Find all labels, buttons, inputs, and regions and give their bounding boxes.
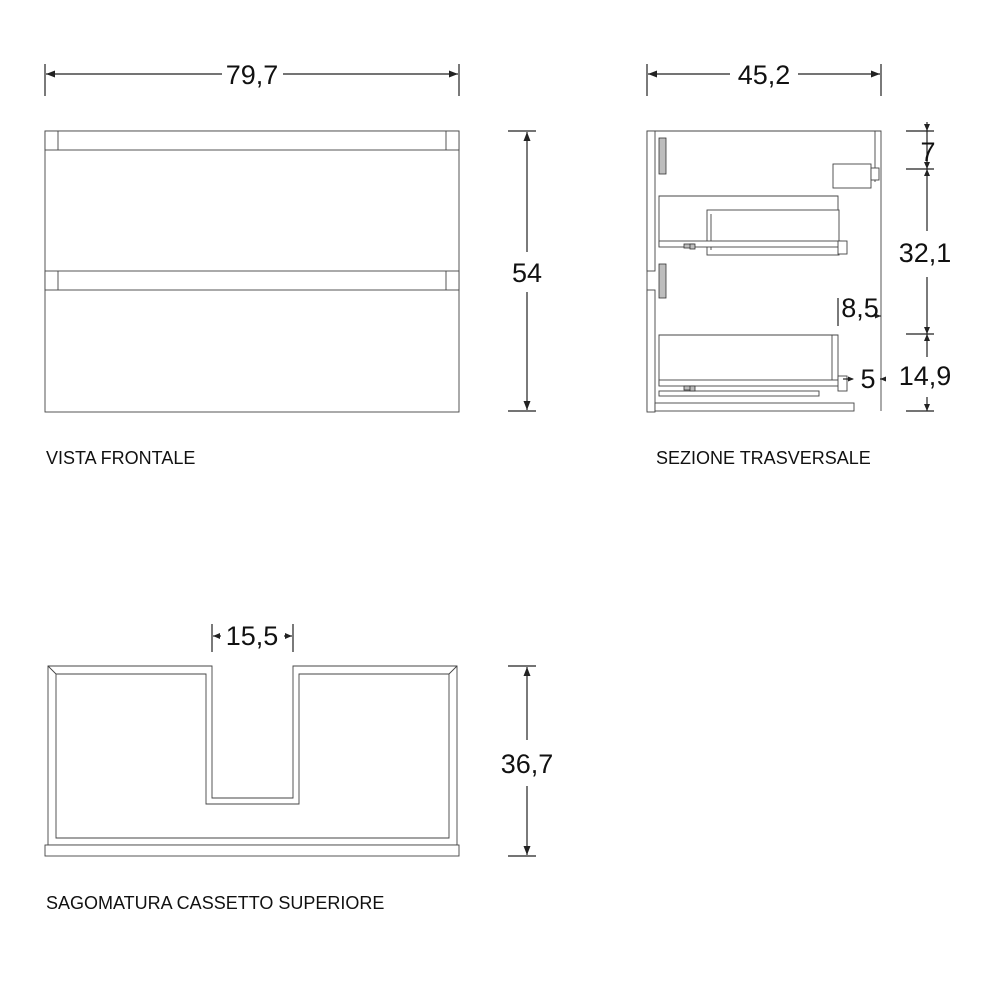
section-depth-dimension: 45,2 [646,60,882,96]
section-top-gap-label: 7 [920,137,935,167]
notch-width-dimension: 15,5 [211,621,294,652]
section-carcass [646,130,882,413]
drawer-shape: 15,5 36,7 SAGOMATURA CASSETTO SUPERIORE [44,621,554,913]
section-upper-drawer [658,195,848,256]
section-bottom-offset-label: 5 [860,364,875,394]
front-width-label: 79,7 [226,60,279,90]
drawer-shape-caption: SAGOMATURA CASSETTO SUPERIORE [46,893,384,913]
section-upper-drawer-label: 32,1 [899,238,952,268]
front-width-dimension: 79,7 [44,60,460,96]
section-inner-offset-dimension: 8,5 [837,293,881,326]
section-inner-offset-label: 8,5 [841,293,879,323]
cross-section: 45,2 [646,60,955,468]
section-lower-drawer-label: 14,9 [899,361,952,391]
notch-width-label: 15,5 [226,621,279,651]
drawer-outline [44,665,460,857]
drawer-depth-label: 36,7 [501,749,554,779]
front-cabinet [44,130,460,413]
drawer-depth-dimension: 36,7 [501,665,554,857]
section-vertical-dimensions: 7 32,1 14,9 [894,122,955,412]
section-lower-drawer [658,334,848,397]
front-view-caption: VISTA FRONTALE [46,448,195,468]
front-height-label: 54 [512,258,542,288]
section-caption: SEZIONE TRASVERSALE [656,448,871,468]
front-height-dimension: 54 [508,130,542,412]
section-depth-label: 45,2 [738,60,791,90]
section-bottom-offset-dimension: 5 [843,364,886,394]
front-view: 79,7 54 VISTA FRONTALE [44,60,542,468]
